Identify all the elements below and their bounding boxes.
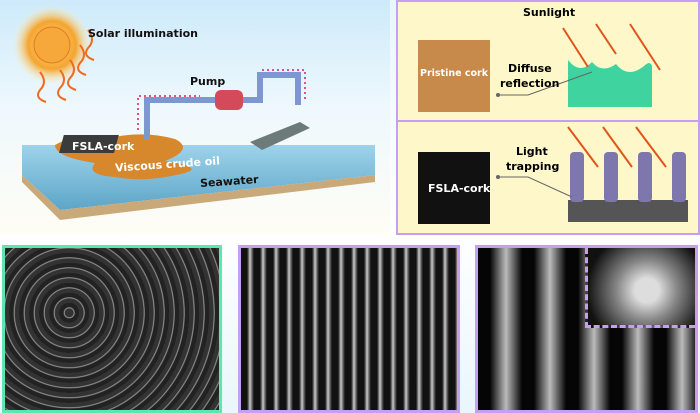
sem-pristine-cork	[2, 245, 222, 413]
sem-fsla-low-mag	[238, 245, 460, 413]
fsla-cork-sample-label: FSLA-cork	[428, 182, 491, 195]
substrate	[568, 200, 688, 222]
mechanism-panel: Sunlight Pristine cork Diffuse reflectio…	[396, 0, 700, 235]
trapping-label: trapping	[506, 160, 560, 173]
sem-fsla-high-mag	[475, 245, 698, 413]
solar-label: Solar illumination	[88, 27, 198, 40]
sem-inset	[585, 248, 695, 328]
scene-illustration	[12, 5, 375, 220]
diffuse-surface	[568, 60, 652, 107]
pristine-cork-label: Pristine cork	[420, 68, 489, 79]
reflection-label: reflection	[500, 77, 560, 90]
ship-icon	[250, 122, 310, 150]
fsla-cork-label: FSLA-cork	[72, 140, 135, 153]
sunlight-label: Sunlight	[523, 6, 576, 19]
oil-recovery-scene: Solar illumination Pump FSLA-cork Viscou…	[0, 0, 390, 235]
fsla-cork-block	[59, 135, 119, 153]
pump-label: Pump	[190, 75, 226, 88]
fsla-cork-sample	[418, 152, 490, 224]
mechanism-illustration	[418, 23, 688, 224]
pristine-cork-sample	[418, 40, 490, 112]
panel-divider	[398, 120, 698, 122]
pump-icon	[215, 90, 243, 110]
diffuse-label: Diffuse	[508, 62, 552, 75]
light-label: Light	[516, 145, 548, 158]
